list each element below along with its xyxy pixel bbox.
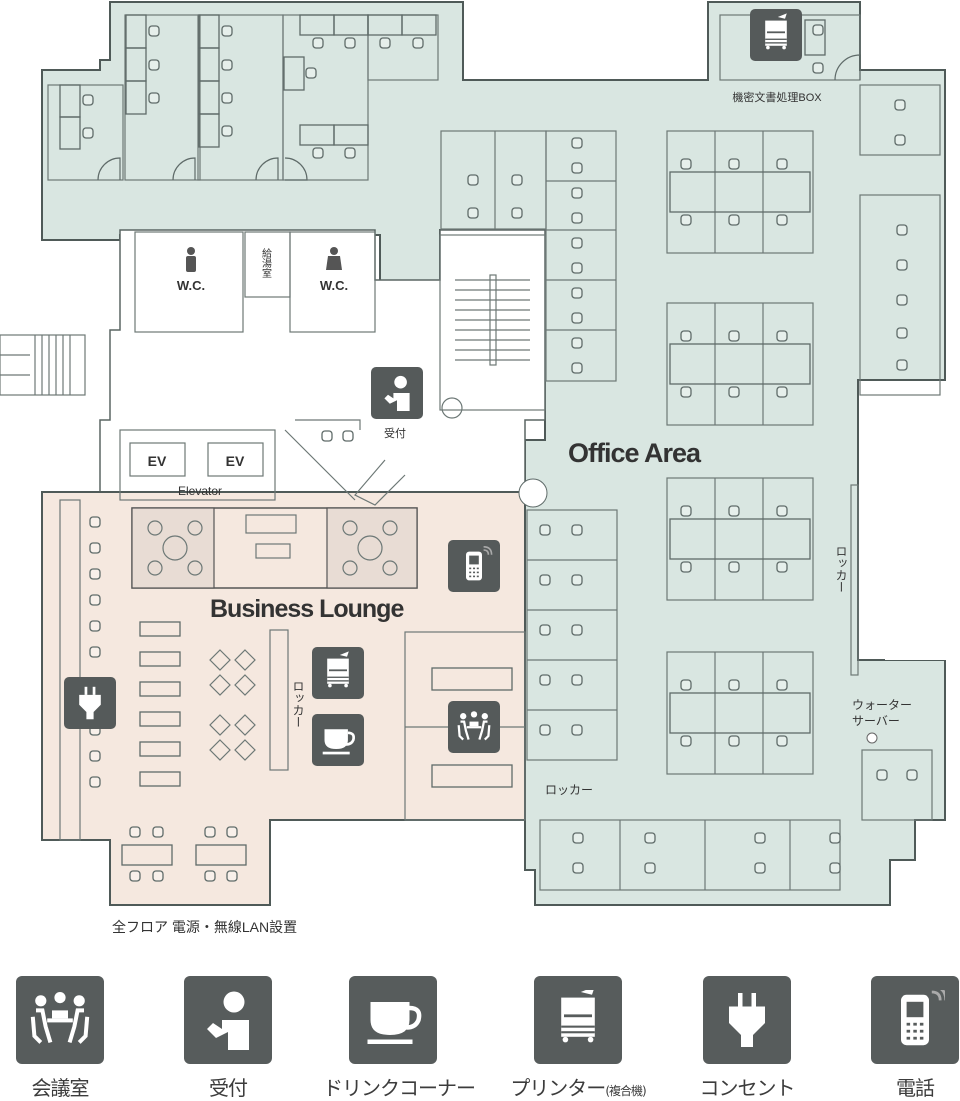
- water-server-icon: [866, 732, 878, 744]
- kitchenette-label: 給湯室: [260, 247, 272, 278]
- ev-2-label: EV: [226, 453, 245, 469]
- lower-left-offices: [526, 509, 618, 761]
- reception-icon: [184, 976, 272, 1064]
- core-details: [0, 231, 548, 508]
- water-server-label-1: ウォーター: [852, 698, 912, 712]
- central-offices: [440, 130, 617, 382]
- printer-icon: [534, 976, 622, 1064]
- legend-label: ドリンクコーナー: [323, 1076, 476, 1100]
- legend-label: プリンター(複合機): [510, 1076, 646, 1100]
- lounge-furniture: [59, 499, 526, 882]
- mobile-phone-icon: [448, 540, 500, 592]
- reception-icon: [371, 367, 423, 419]
- legend-item-drink-corner: ドリンクコーナー: [323, 976, 476, 1101]
- desk-cluster-1: [666, 130, 814, 254]
- locker-bottom-label: ロッカー: [545, 783, 593, 797]
- floor-plan: Office Area Business Lounge Elevator EV …: [0, 1, 946, 935]
- water-server-label-2: サーバー: [852, 714, 900, 728]
- ev-1-label: EV: [148, 453, 167, 469]
- legend-item-meeting-room: 会議室: [0, 976, 130, 1101]
- legend-label: 電話: [896, 1076, 935, 1100]
- elevator-label: Elevator: [178, 484, 222, 498]
- power-plug-icon: [703, 976, 791, 1064]
- legend-item-reception: 受付: [158, 976, 298, 1101]
- printer-icon: [750, 9, 802, 61]
- printer-icon: [312, 647, 364, 699]
- floor-note: 全フロア 電源・無線LAN設置: [112, 919, 297, 935]
- legend-label: 受付: [209, 1076, 248, 1100]
- coffee-cup-icon: [349, 976, 437, 1064]
- mobile-phone-icon: [871, 976, 959, 1064]
- wc-women-label: W.C.: [320, 278, 348, 293]
- power-plug-icon: [64, 677, 116, 729]
- legend-item-printer: プリンター(複合機): [508, 976, 648, 1101]
- desk-cluster-3: [666, 477, 814, 601]
- legend-item-phone: 電話: [845, 976, 960, 1101]
- wc-men-label: W.C.: [177, 278, 205, 293]
- meeting-room-icon: [448, 701, 500, 753]
- legend-label: コンセント: [699, 1076, 796, 1100]
- desk-cluster-2: [666, 302, 814, 426]
- confidential-box-label: 機密文書処理BOX: [732, 90, 822, 104]
- office-area-label: Office Area: [568, 438, 702, 468]
- locker-lounge-label: ロッカー: [291, 680, 305, 728]
- legend-item-outlet: コンセント: [677, 976, 817, 1101]
- bottom-offices: [539, 749, 933, 891]
- core-zone: [99, 229, 546, 506]
- legend-label: 会議室: [31, 1076, 90, 1100]
- locker-right-label: ロッカー: [834, 545, 848, 593]
- meeting-room-icon: [16, 976, 104, 1064]
- top-left-offices: [47, 14, 439, 181]
- business-lounge-label: Business Lounge: [210, 595, 404, 623]
- legend: 会議室 受付 ドリンクコーナー プリンター(複合機) コンセント 電話: [0, 960, 960, 1100]
- coffee-cup-icon: [312, 714, 364, 766]
- reception-label: 受付: [384, 427, 406, 440]
- desk-cluster-4: [666, 651, 814, 775]
